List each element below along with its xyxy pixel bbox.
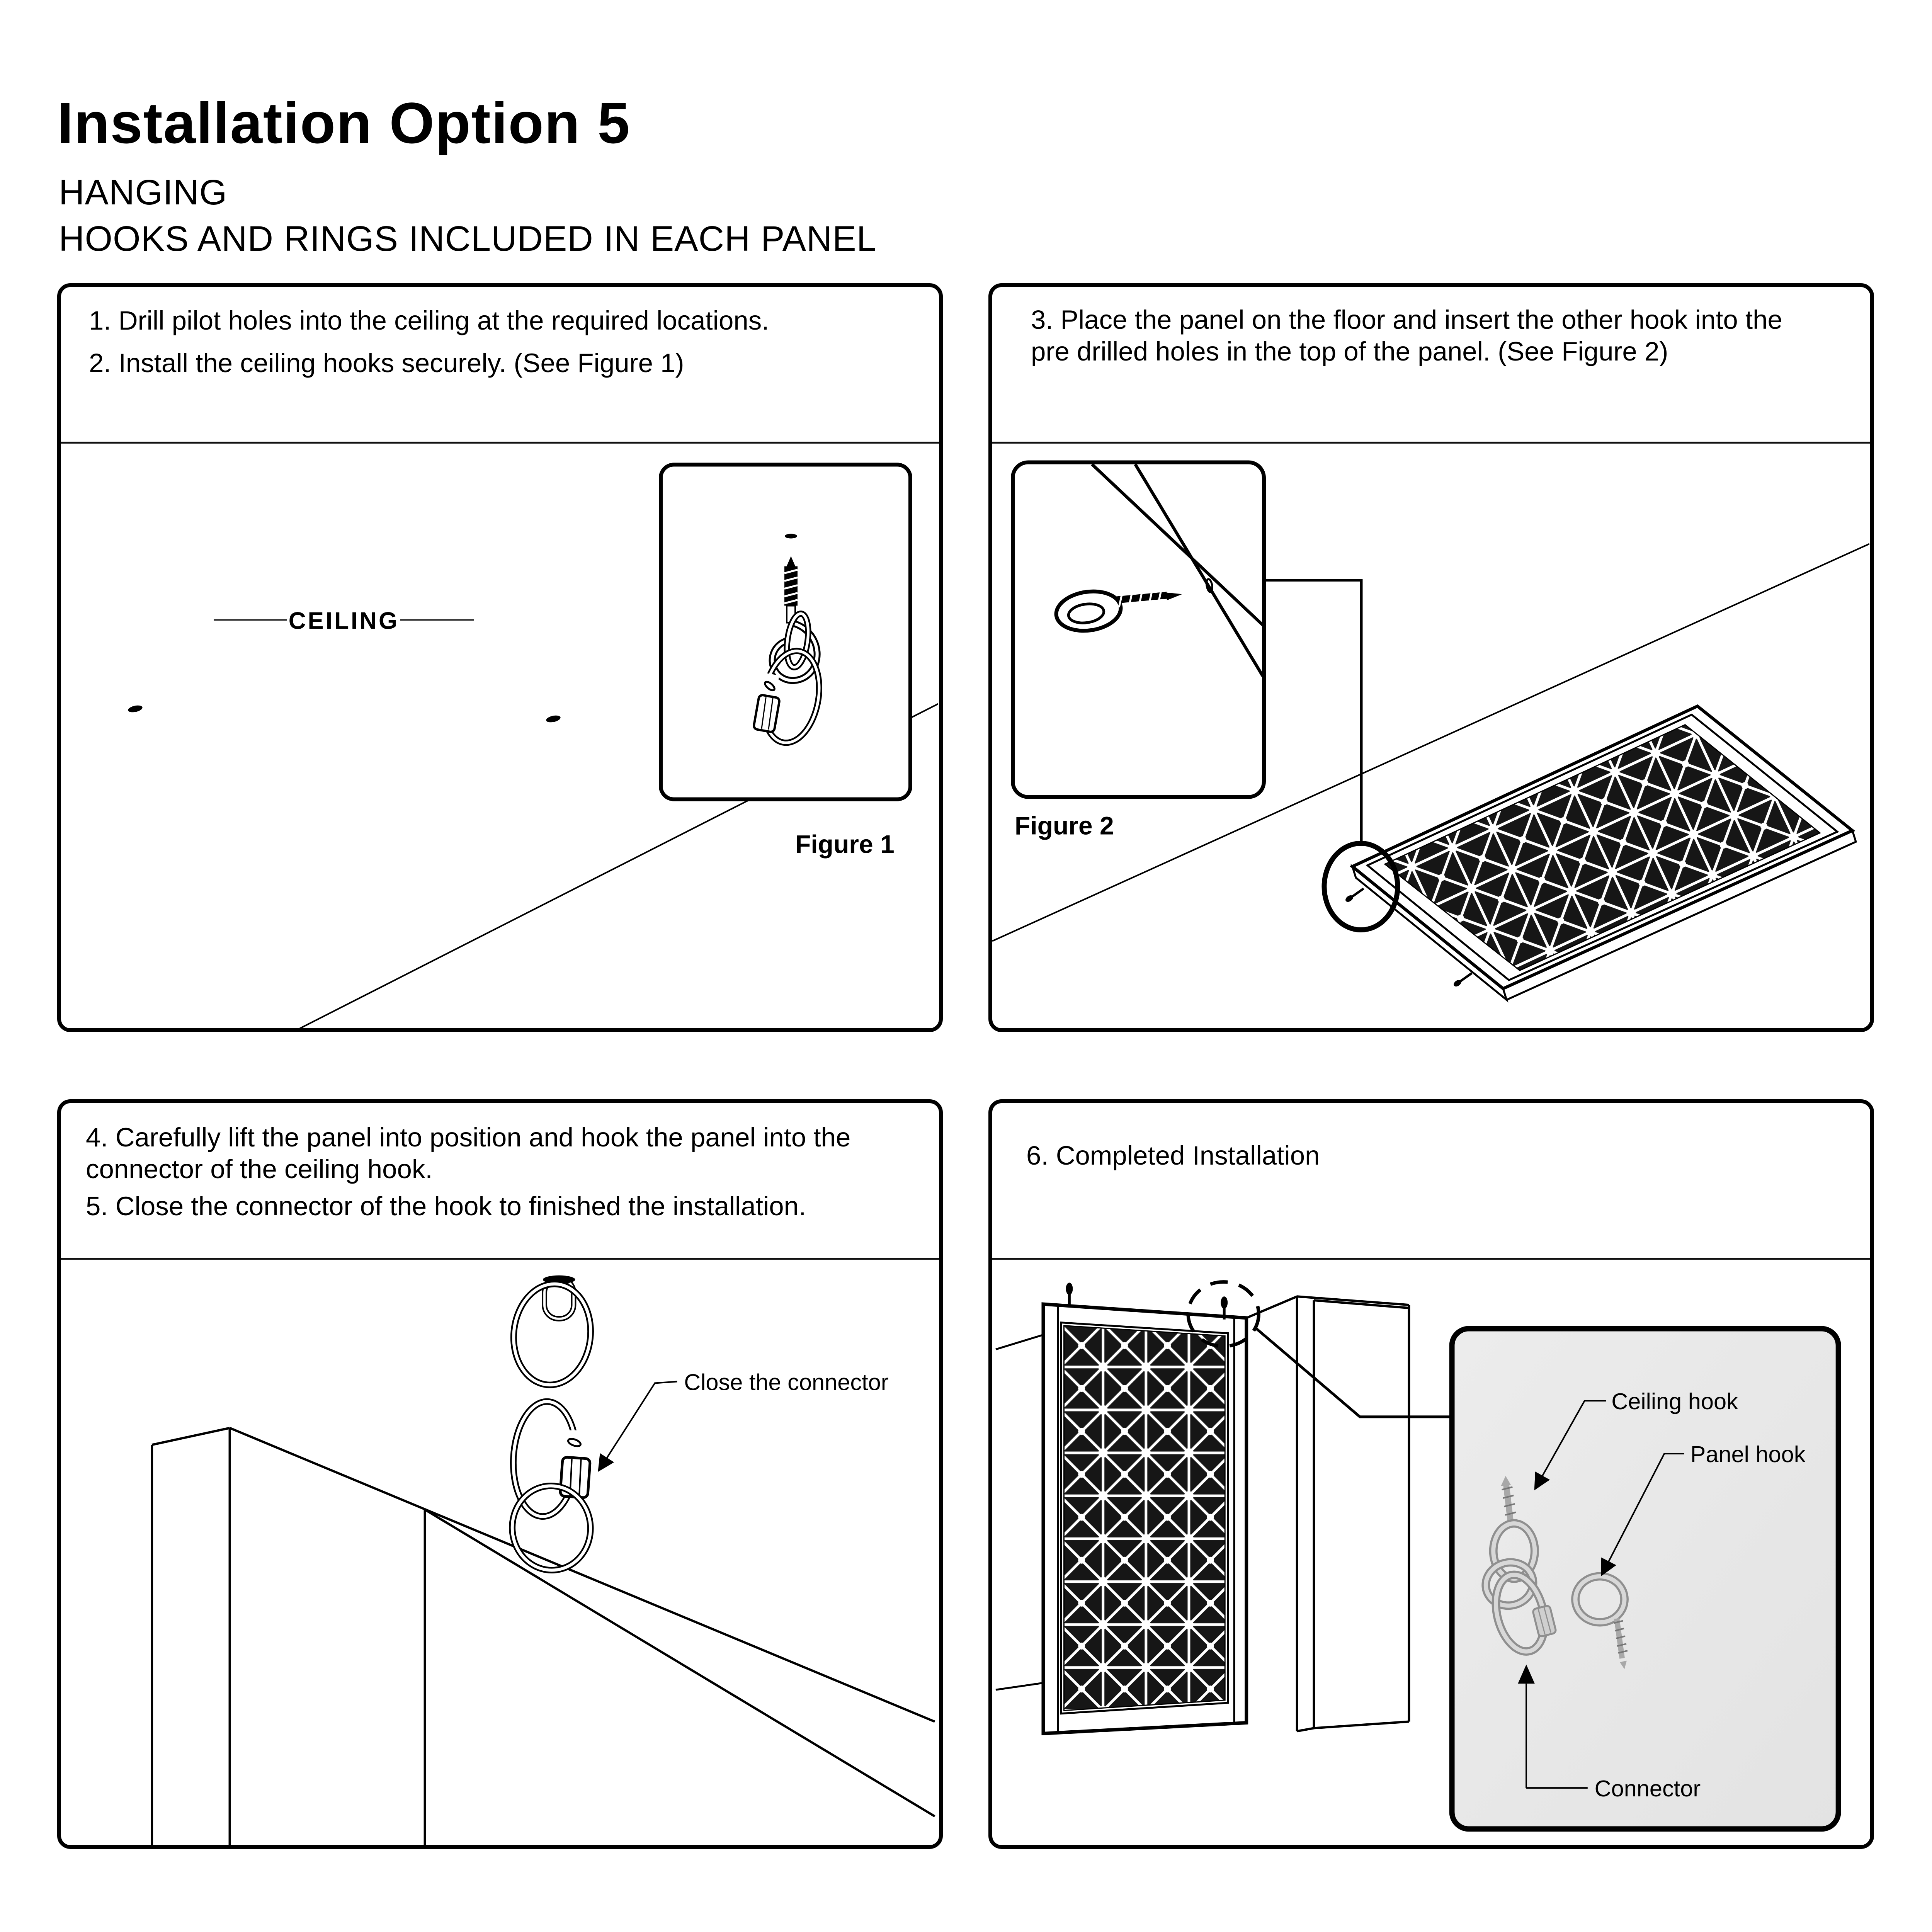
panel-step-3: 3. Place the panel on the floor and inse… — [988, 283, 1874, 1032]
panel-top-perspective — [151, 1427, 935, 1845]
panel-hook-label: Panel hook — [1690, 1441, 1806, 1467]
panel4-divider — [992, 1258, 1870, 1260]
panel-step-6: 6. Completed Installation — [988, 1099, 1874, 1849]
panel3-divider — [61, 1258, 939, 1260]
ceiling-label-group: CEILING — [214, 608, 474, 634]
panel-hook-icon — [1054, 588, 1182, 633]
right-wall-lines — [1246, 1295, 1410, 1733]
figure1-caption: Figure 1 — [795, 830, 895, 859]
ceiling-hook-icon — [769, 556, 821, 684]
figure1-drawing: CEILING — [128, 463, 938, 1028]
panel4-steps: 6. Completed Installation — [992, 1103, 1870, 1172]
left-wall-lines — [995, 1334, 1044, 1691]
figure2-drawing: Figure 2 — [992, 460, 1869, 1003]
panel-top-pins — [1066, 1282, 1228, 1320]
step-5-text: 5. Close the connector of the hook to fi… — [86, 1191, 806, 1221]
panel1-steps: 1. Drill pilot holes into the ceiling at… — [61, 287, 939, 390]
ceiling-hook-label: Ceiling hook — [1611, 1388, 1738, 1414]
panel-edge-line-1 — [1091, 463, 1264, 626]
detail-dashed-circle — [1186, 1280, 1260, 1348]
step-4-text: 4. Carefully lift the panel into positio… — [86, 1122, 851, 1184]
figure2-caption: Figure 2 — [1015, 811, 1114, 840]
pre-drilled-hole — [1206, 578, 1213, 593]
panel-hook-leader — [1601, 1453, 1684, 1577]
panel3-steps: 4. Carefully lift the panel into positio… — [61, 1103, 939, 1228]
panel2-steps: 3. Place the panel on the floor and inse… — [992, 287, 1870, 367]
panel2-divider — [992, 442, 1870, 444]
figure2-callout-line — [1264, 579, 1363, 843]
panel-hook-item — [1571, 1572, 1629, 1669]
page-subtitle-hooks: HOOKS AND RINGS INCLUDED IN EACH PANEL — [59, 219, 877, 259]
pilot-hole-left — [128, 705, 143, 713]
inset-callout-line — [1255, 1327, 1451, 1418]
hanging-panel — [1041, 1282, 1248, 1735]
step-3-text: 3. Place the panel on the floor and inse… — [1031, 305, 1782, 366]
panel-edge-line-2 — [1134, 463, 1264, 677]
panel-hooks-installed — [1345, 888, 1473, 987]
page-title: Installation Option 5 — [57, 90, 631, 155]
parts-inset: Ceiling hook Panel hook Connector — [1449, 1326, 1841, 1832]
figure2-inset — [1011, 460, 1266, 799]
pilot-hole-right — [546, 715, 561, 723]
step-1-text: 1. Drill pilot holes into the ceiling at… — [89, 306, 769, 335]
ceiling-hook-assembly — [1481, 1476, 1557, 1656]
connector-label: Connector — [1595, 1776, 1701, 1801]
step-2-text: 2. Install the ceiling hooks securely. (… — [89, 348, 684, 378]
page-subtitle-hanging: HANGING — [59, 173, 228, 212]
floor-panel — [1345, 704, 1857, 1003]
panel-step-4-5: 4. Carefully lift the panel into positio… — [57, 1099, 943, 1849]
ceiling-hook-leader — [1534, 1400, 1606, 1491]
close-connector-leader — [598, 1381, 677, 1472]
ceiling-pilot-hole-icon — [785, 534, 797, 539]
connector-icon — [753, 648, 823, 746]
hanging-chain — [509, 1275, 594, 1574]
panel-step-1-2: 1. Drill pilot holes into the ceiling at… — [57, 283, 943, 1032]
connector-arrow — [1518, 1664, 1535, 1684]
figure1-inset — [659, 463, 912, 801]
ceiling-label: CEILING — [289, 608, 399, 634]
completed-installation-drawing: Ceiling hook Panel hook Connector — [995, 1280, 1841, 1832]
panel1-divider — [61, 442, 939, 444]
figure-close-connector: Close the connector — [151, 1275, 935, 1845]
floor-edge-line — [992, 543, 1869, 942]
step-6-text: 6. Completed Installation — [1026, 1141, 1320, 1170]
figure2-callout-circle — [1321, 841, 1400, 932]
close-connector-label: Close the connector — [684, 1369, 888, 1395]
